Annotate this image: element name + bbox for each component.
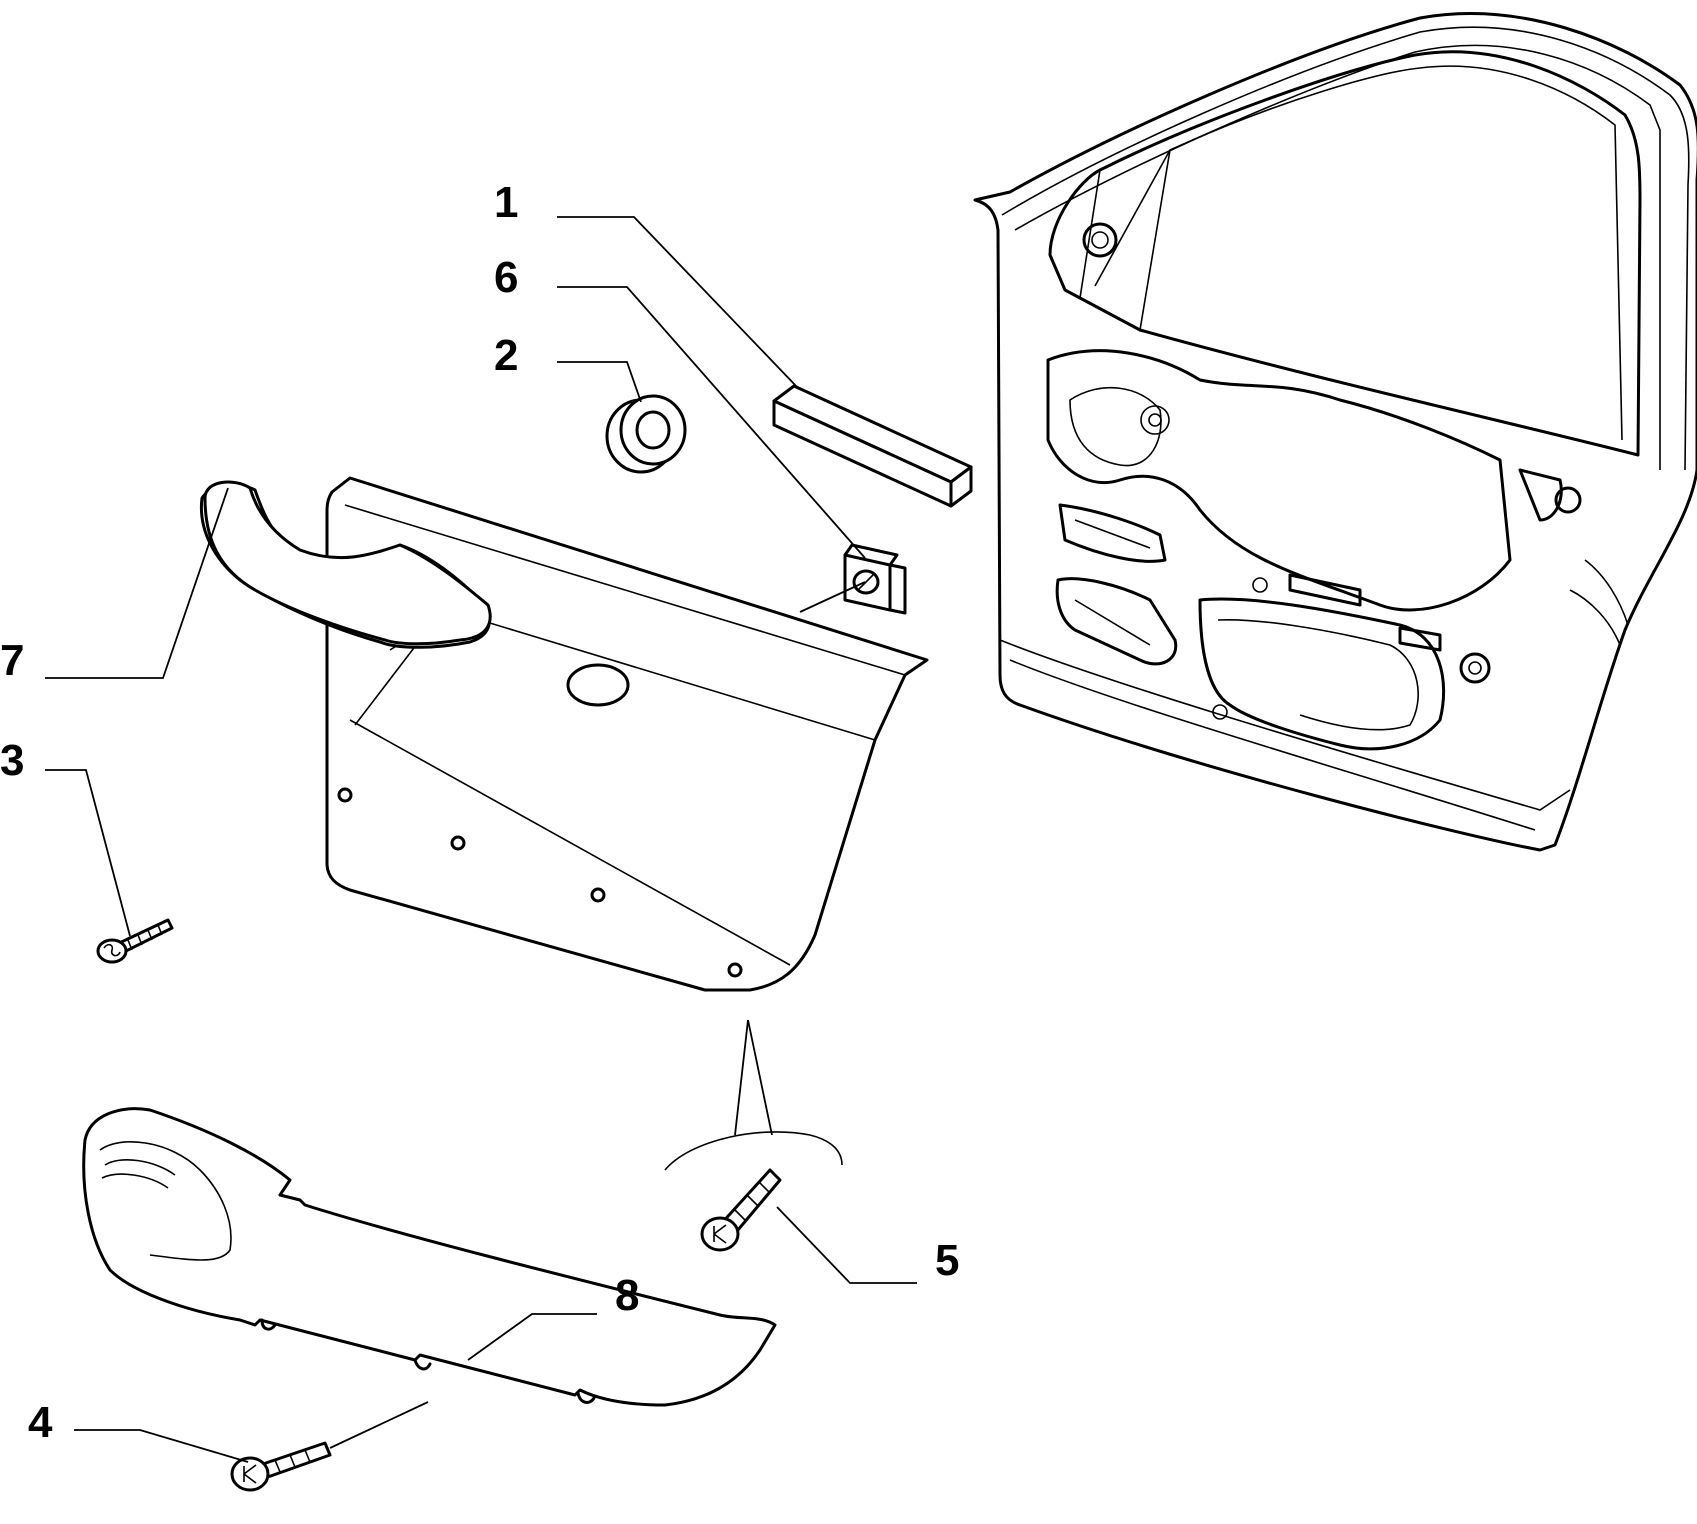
leader-8 bbox=[467, 1313, 597, 1361]
callout-1: 1 bbox=[494, 178, 518, 227]
leader-panel-to-5 bbox=[734, 1019, 749, 1136]
leader-6 bbox=[557, 286, 866, 559]
strip-part-1 bbox=[772, 384, 973, 508]
leader-4-tail bbox=[329, 1401, 429, 1449]
leader-4 bbox=[74, 1429, 249, 1463]
leader-6-tail bbox=[799, 581, 866, 613]
armrest-pad-part-7 bbox=[199, 480, 492, 649]
grommet-part-2 bbox=[605, 394, 687, 474]
leader-lines bbox=[45, 216, 917, 1463]
leader-5 bbox=[776, 1206, 917, 1284]
callout-2: 2 bbox=[494, 331, 518, 380]
leader-7 bbox=[45, 487, 229, 679]
leader-3 bbox=[45, 769, 131, 937]
callout-labels: 1 6 2 7 3 5 8 4 bbox=[0, 178, 959, 1447]
door-frame bbox=[973, 12, 1697, 852]
callout-8: 8 bbox=[615, 1271, 639, 1320]
clip-nut-part-6 bbox=[843, 543, 907, 615]
leader-2 bbox=[557, 361, 642, 403]
screw-part-5 bbox=[664, 1131, 843, 1252]
screw-part-3 bbox=[96, 918, 174, 964]
callout-7: 7 bbox=[0, 636, 24, 685]
callout-3: 3 bbox=[0, 736, 24, 785]
screw-part-4 bbox=[230, 1441, 332, 1492]
trim-strip-part-8 bbox=[82, 1107, 777, 1407]
callout-6: 6 bbox=[494, 253, 518, 302]
leader-panel-to-5b bbox=[747, 1019, 773, 1136]
leader-1 bbox=[557, 216, 799, 389]
callout-4: 4 bbox=[28, 1398, 53, 1447]
callout-5: 5 bbox=[935, 1236, 959, 1285]
